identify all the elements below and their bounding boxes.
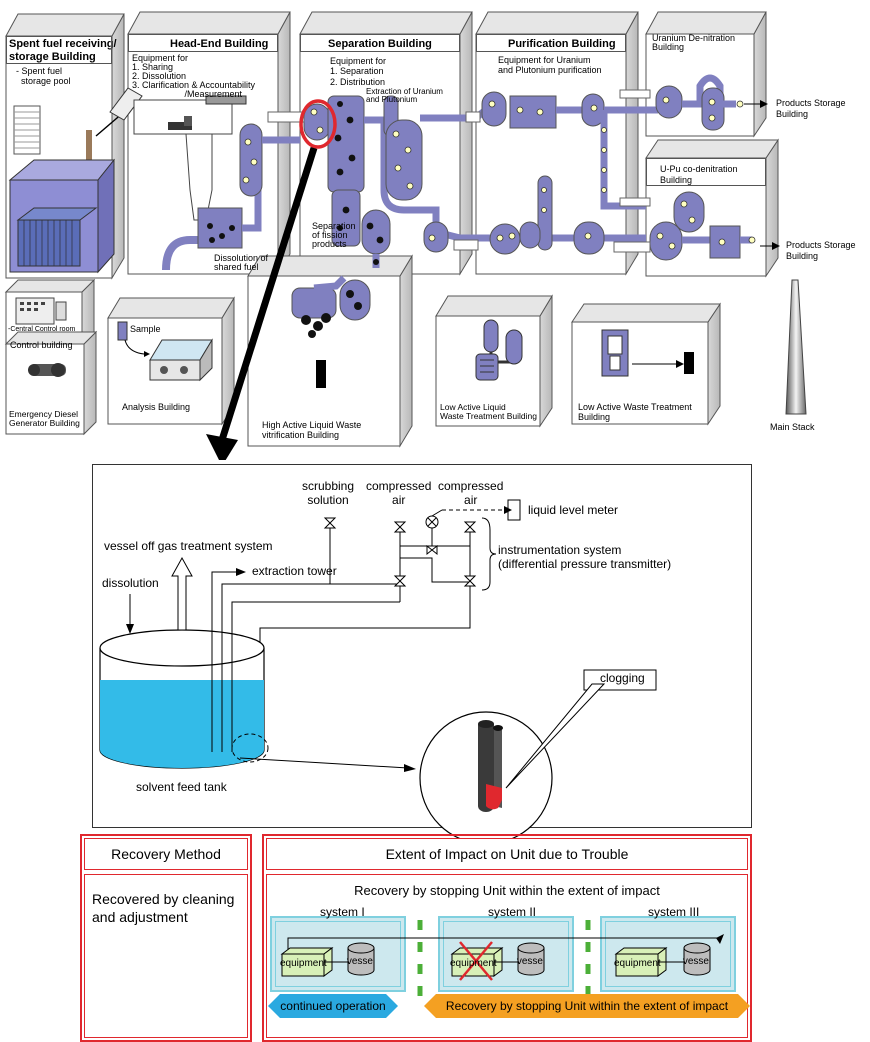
label-separation: Separation Building	[328, 38, 432, 50]
label-compressed-air-1: compressed air	[366, 479, 432, 507]
system-2-equipment: equipment	[450, 958, 497, 969]
system-1-equipment: equipment	[280, 958, 327, 969]
label-main-stack: Main Stack	[770, 422, 815, 432]
label-control-sub: -Central Control room	[8, 326, 76, 333]
detail-diagram	[99, 499, 657, 838]
label-lal: Low Active Liquid Waste Treatment Buildi…	[440, 402, 538, 422]
continued-operation-pill: continued operation	[280, 999, 386, 1013]
label-dissolution: dissolution	[102, 576, 159, 590]
label-purification-sub: Equipment for Uranium and Plutonium puri…	[498, 55, 602, 75]
system-2-label: system II	[488, 905, 537, 919]
label-instrumentation: instrumentation system (differential pre…	[498, 543, 672, 571]
impact-title: Extent of Impact on Unit due to Trouble	[385, 846, 629, 862]
system-1-label: system I	[320, 905, 365, 919]
system-flow	[268, 920, 750, 1018]
impact-subtitle: Recovery by stopping Unit within the ext…	[354, 883, 660, 898]
building-analysis	[107, 296, 235, 426]
label-purification: Purification Building	[508, 38, 616, 50]
label-fission: Separation of fission products	[312, 221, 356, 249]
process-diagram	[4, 11, 807, 460]
detail-panel	[92, 464, 752, 828]
shearing-machine	[133, 95, 247, 221]
recovery-method-title: Recovery Method	[111, 846, 221, 862]
label-liquid-level-meter: liquid level meter	[528, 503, 619, 517]
process-particles	[207, 96, 756, 338]
clog-location-marker	[299, 99, 337, 149]
label-spent-fuel: Spent fuel receiving/ storage Building	[9, 38, 117, 63]
label-products-storage-2: Products Storage Building	[786, 240, 856, 261]
label-separation-sub: Equipment for 1. Separation 2. Distribut…	[330, 56, 387, 87]
label-emergency: Emergency Diesel Generator Building	[9, 409, 80, 429]
solvent-feed-tank	[99, 629, 269, 769]
label-vessel-off-gas: vessel off gas treatment system	[104, 539, 273, 553]
label-clogging: clogging	[600, 671, 645, 685]
label-law: Low Active Waste Treatment Building	[578, 402, 692, 422]
label-upu-denitration: U-Pu co-denitration Building	[660, 164, 738, 185]
label-tank: solvent feed tank	[136, 780, 227, 794]
label-sample: Sample	[130, 324, 161, 334]
label-extraction: Extraction of Uranium and Plutonium	[366, 87, 443, 104]
main-stack	[785, 279, 807, 415]
label-extraction-tower: extraction tower	[252, 564, 337, 578]
building-law	[571, 302, 721, 426]
system-2-vessel: vessel	[516, 956, 546, 967]
label-dissolution-shared: Dissolution of shared fuel	[214, 253, 269, 272]
label-hal: High Active Liquid Waste vitrification B…	[262, 420, 362, 441]
label-compressed-air-2: compressed air	[438, 479, 504, 507]
label-analysis: Analysis Building	[122, 402, 191, 412]
label-scrubbing: scrubbing solution	[302, 479, 355, 507]
label-head-end: Head-End Building	[170, 38, 269, 50]
stopping-unit-pill: Recovery by stopping Unit within the ext…	[445, 999, 729, 1013]
label-head-end-sub: Equipment for 1. Sharing 2. Dissolution …	[132, 53, 256, 99]
spent-fuel-pool	[8, 105, 116, 274]
system-3-equipment: equipment	[614, 958, 661, 969]
building-emergency	[4, 330, 98, 436]
impact-panel	[262, 834, 752, 1042]
recovery-method-body: Recovered by cleaning and adjustment	[92, 891, 235, 926]
label-control: Control building	[10, 340, 73, 350]
label-spent-fuel-sub: - Spent fuel storage pool	[16, 66, 71, 87]
recovery-method-panel	[80, 834, 252, 1042]
system-3-label: system III	[648, 905, 700, 919]
building-lal	[435, 294, 553, 428]
system-3-vessel: vessel	[682, 956, 712, 967]
label-products-storage-1: Products Storage Building	[776, 98, 846, 119]
system-1-vessel: vessel	[346, 956, 376, 967]
transfer-arrow	[95, 87, 143, 137]
building-hal	[247, 254, 413, 448]
label-u-denitration: Uranium De-nitration Building	[652, 33, 736, 52]
